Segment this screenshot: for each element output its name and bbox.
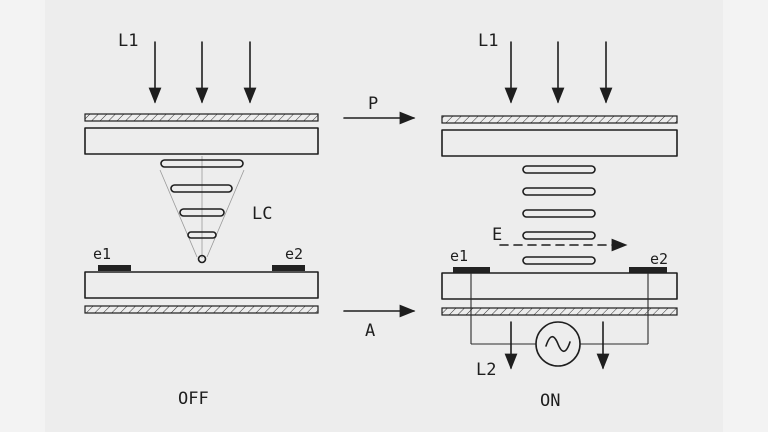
top-polarizer-left [84,113,319,122]
outgoing-light-arrows [504,321,610,370]
light-in-label-left: L1 [118,31,138,51]
electrode-e2-left [272,265,305,271]
state-off-label: OFF [178,389,209,409]
top-glass-right [441,129,678,157]
liquid-crystal-molecules-off [159,156,245,264]
electric-field-label: E [492,225,502,245]
electrode-e2-right [629,267,667,273]
bottom-glass-left [84,271,319,299]
light-in-label-right: L1 [478,31,498,51]
liquid-crystal-molecules-on [522,165,596,265]
electrode-e1-label-left: e1 [93,245,111,263]
light-out-label: L2 [476,360,496,380]
on-cell: L1 E e1 e2 [441,31,678,411]
incoming-light-arrows-right [504,41,613,104]
ac-source-icon [535,321,581,367]
top-glass-left [84,127,319,155]
off-cell: L1 LC e1 e2 OFF [84,31,319,409]
electrode-e1-label-right: e1 [450,247,468,265]
liquid-crystal-label: LC [252,204,272,224]
analyzer-label: A [365,321,375,341]
paper-background [45,0,723,432]
bottom-polarizer-right [441,307,678,316]
electrode-e1-left [98,265,131,271]
electrode-e1-right [453,267,490,273]
incoming-light-arrows-left [148,41,257,104]
polarizer-label: P [368,94,378,114]
bottom-polarizer-left [84,305,319,314]
state-on-label: ON [540,391,560,411]
top-polarizer-right [441,115,678,124]
ac-circuit [470,273,649,345]
electrode-e2-label-left: e2 [285,245,303,263]
bottom-glass-right [441,272,678,300]
electrode-e2-label-right: e2 [650,250,668,268]
